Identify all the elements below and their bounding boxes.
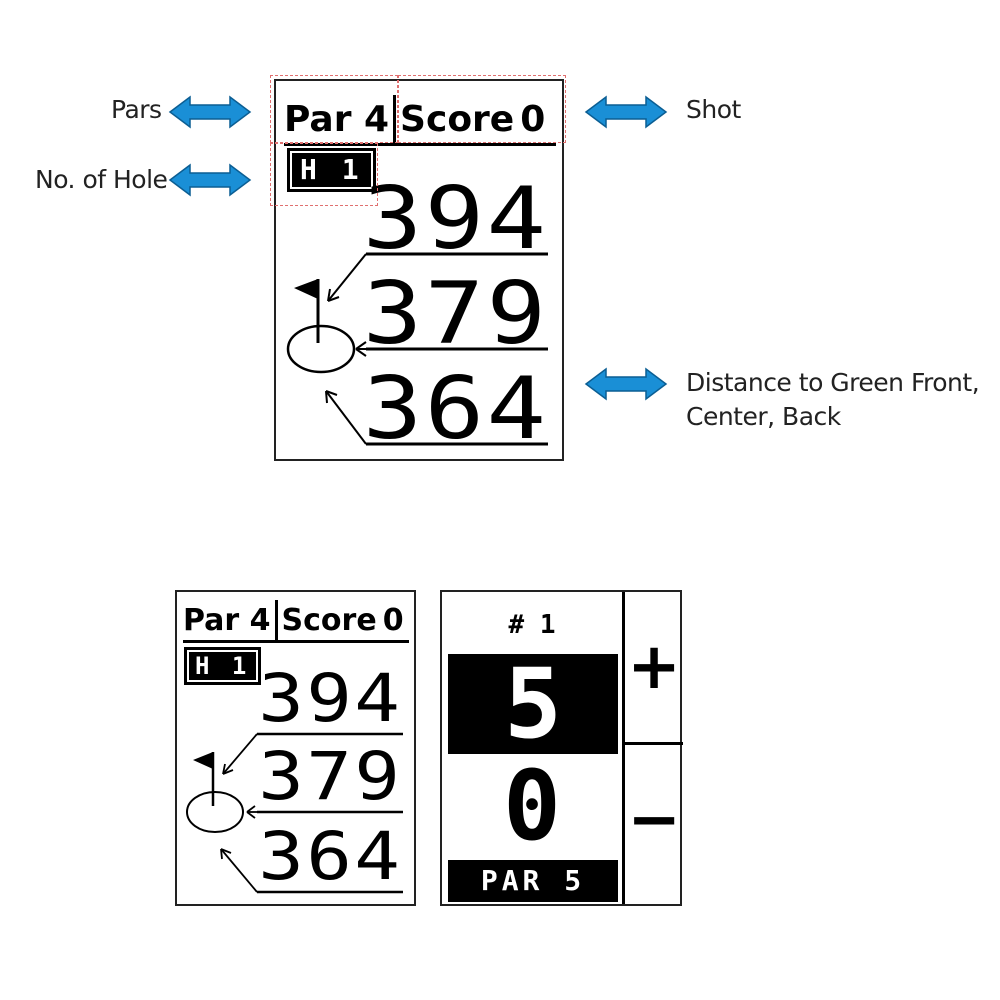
double-arrow-icon	[584, 367, 668, 401]
putts-value: 0	[503, 750, 561, 862]
score-keeping-screen: # 1 5 0 PAR 5 + −	[440, 590, 683, 906]
par-indicator: PAR 5	[448, 860, 618, 902]
distance-back: 394	[362, 169, 548, 269]
strokes-box: 5	[448, 654, 618, 754]
highlight-hole	[270, 143, 378, 206]
callout-distance-line-2: Center, Back	[686, 402, 841, 431]
highlight-shot	[398, 75, 566, 143]
hole-number-badge: H 1	[183, 647, 262, 685]
strokes-value: 5	[504, 648, 562, 760]
increment-button[interactable]: +	[625, 592, 683, 745]
callout-hole-number: No. of Hole	[35, 165, 168, 194]
green-ellipse-icon	[286, 324, 356, 374]
callout-distance: Distance to Green Front, Center, Back	[686, 366, 980, 434]
callout-shot: Shot	[686, 95, 741, 124]
par-label: Par 4	[284, 98, 390, 140]
hole-number-badge: H 1	[287, 148, 376, 192]
double-arrow-icon	[168, 163, 252, 197]
arrow-back-icon	[222, 733, 258, 775]
callout-distance-line-1: Distance to Green Front,	[686, 368, 980, 397]
distance-front: 364	[257, 818, 402, 895]
double-arrow-icon	[168, 95, 252, 129]
flag-icon	[294, 279, 320, 343]
score-panel: # 1 5 0 PAR 5	[442, 592, 622, 904]
green-ellipse-icon	[186, 791, 244, 833]
distance-back: 394	[257, 660, 402, 737]
callout-pars: Pars	[111, 95, 162, 124]
distance-center: 379	[257, 738, 402, 815]
score-value: 0	[520, 98, 546, 140]
header-divider	[393, 95, 397, 143]
green-diagram	[286, 252, 548, 446]
hole-number: # 1	[508, 610, 556, 640]
decrement-button[interactable]: −	[627, 783, 681, 857]
arrow-front-icon	[325, 390, 367, 445]
score-value: 0	[382, 602, 404, 638]
distance-front: 364	[362, 359, 548, 459]
green-diagram	[186, 732, 403, 894]
score-label: Score	[281, 602, 377, 638]
header-divider	[274, 600, 278, 640]
double-arrow-icon	[584, 95, 668, 129]
arrow-front-icon	[220, 848, 258, 893]
flag-icon	[193, 752, 215, 806]
distance-center: 379	[362, 264, 548, 364]
score-label: Score	[400, 98, 515, 140]
par-label: Par 4	[183, 602, 271, 638]
arrow-back-icon	[327, 253, 367, 302]
score-buttons: + −	[622, 592, 683, 904]
highlight-pars	[270, 75, 398, 143]
